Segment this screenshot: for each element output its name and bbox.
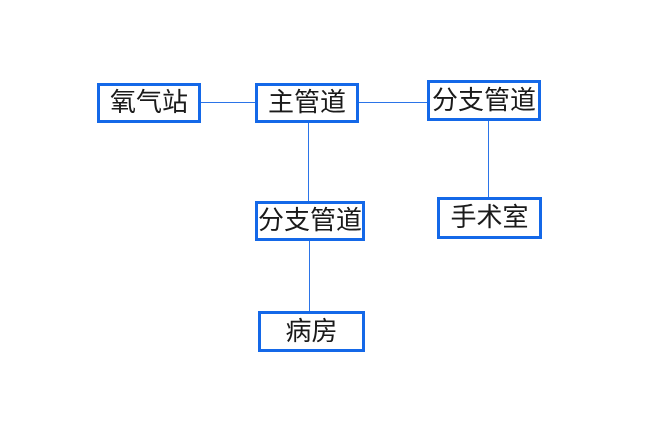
edge-oxygen-station-to-main-pipeline — [201, 102, 255, 103]
edge-branch-pipeline-right-to-operating-room — [488, 121, 489, 197]
node-main-pipeline: 主管道 — [255, 83, 359, 123]
node-operating-room: 手术室 — [437, 197, 542, 239]
node-main-pipeline-label: 主管道 — [267, 88, 346, 117]
node-ward: 病房 — [258, 311, 365, 352]
node-branch-pipeline-middle-label: 分支管道 — [258, 206, 363, 235]
edge-main-pipeline-to-branch-pipeline-middle — [308, 123, 309, 201]
node-ward-label: 病房 — [285, 316, 338, 346]
node-branch-pipeline-right: 分支管道 — [427, 80, 541, 121]
edge-main-pipeline-to-branch-pipeline-right — [359, 102, 427, 103]
node-oxygen-station: 氧气站 — [97, 83, 201, 123]
node-branch-pipeline-right-label: 分支管道 — [431, 85, 536, 115]
node-oxygen-station-label: 氧气站 — [109, 88, 188, 117]
node-operating-room-label: 手术室 — [450, 203, 529, 232]
node-branch-pipeline-middle: 分支管道 — [255, 201, 365, 241]
edge-branch-pipeline-middle-to-ward — [309, 241, 310, 311]
